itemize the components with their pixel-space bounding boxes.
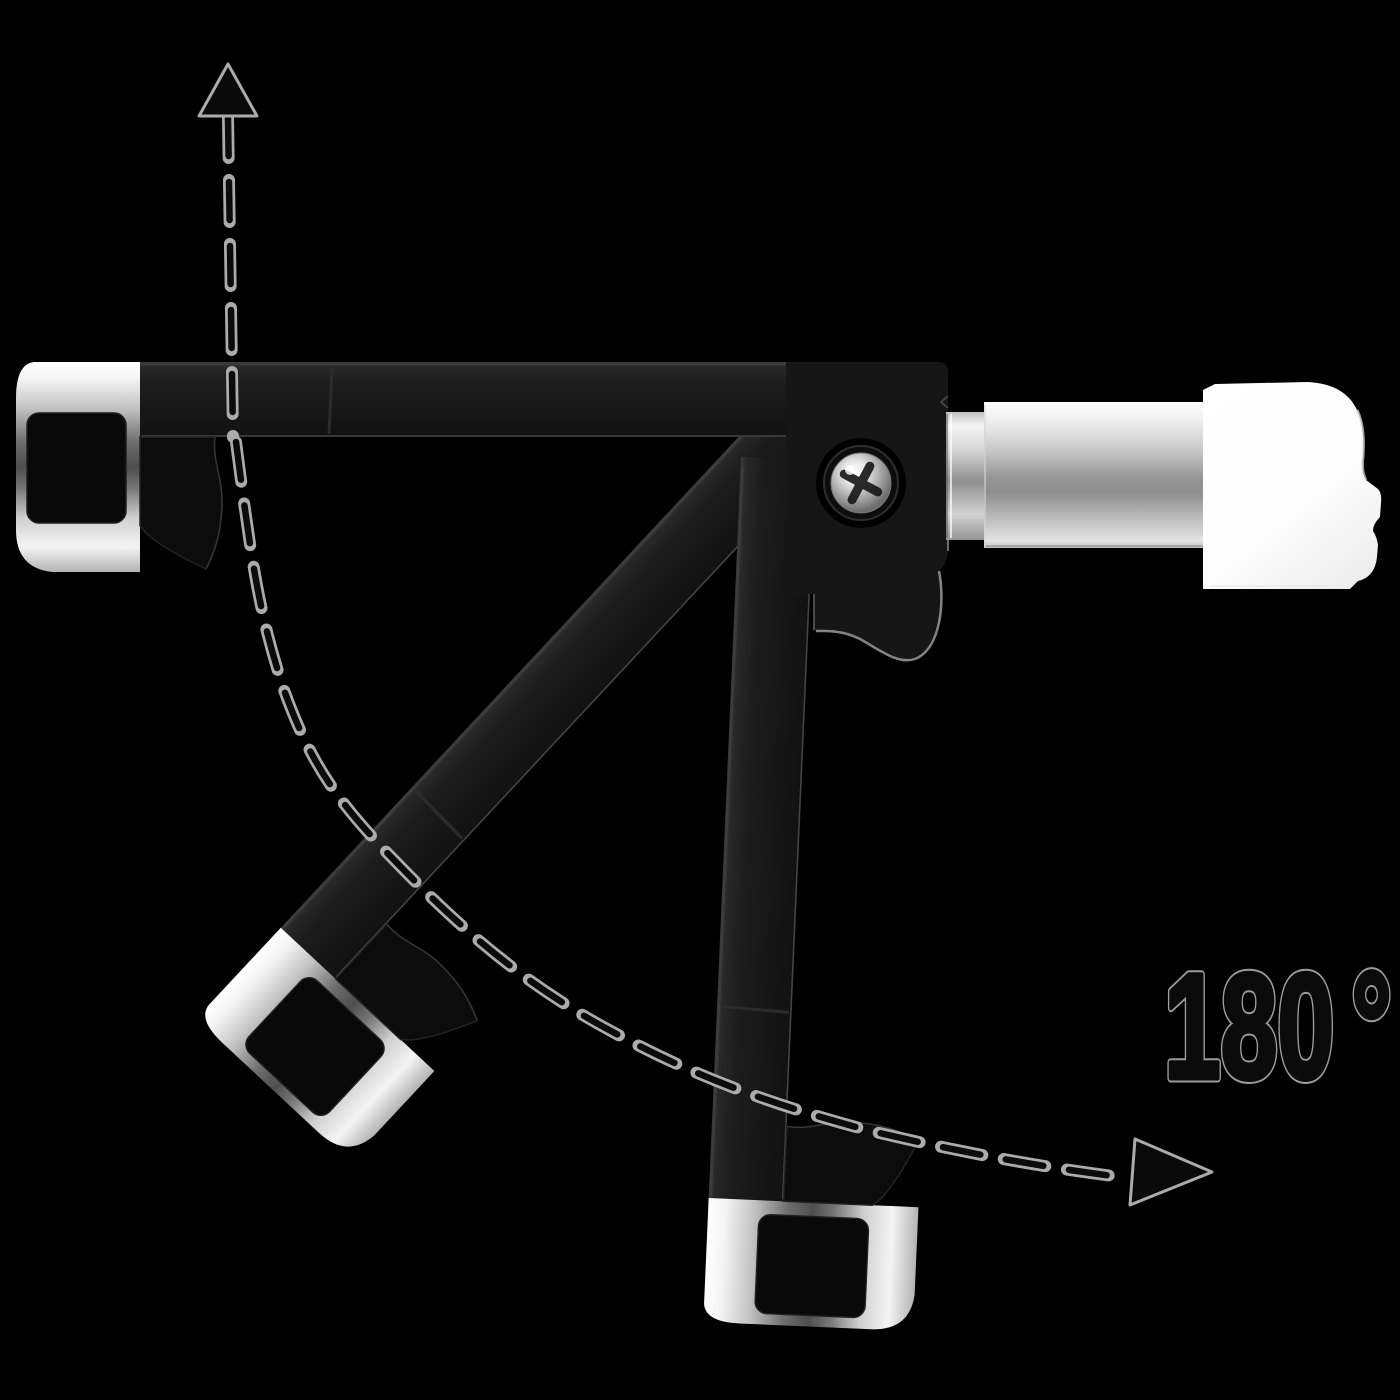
arrow-up-icon [197, 62, 259, 118]
arrow-right-icon [1128, 1137, 1214, 1207]
svg-text:180°: 180° [1164, 942, 1392, 1111]
degree-symbol-halo: ° [1351, 942, 1392, 1109]
mount-cylinder [946, 402, 1208, 548]
mount-end-cap [1203, 382, 1382, 589]
rotation-angle-label: 180° 180° [1160, 938, 1395, 1115]
rotation-path-vertical-dashes [222, 112, 239, 443]
angle-value-halo: 180 [1164, 944, 1334, 1111]
angle-value: 180 [1164, 944, 1334, 1111]
svg-text:180°: 180° [1164, 942, 1392, 1111]
rotation-path-arc-dashes [230, 436, 1127, 1183]
phillips-screw-icon [816, 438, 906, 528]
degree-symbol: ° [1351, 942, 1392, 1109]
